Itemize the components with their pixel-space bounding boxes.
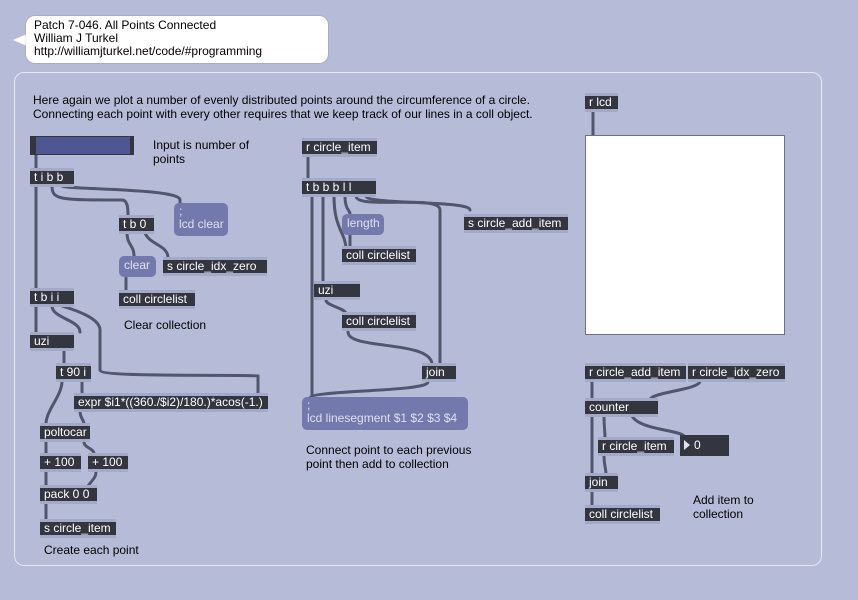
header-text: Patch 7-046. All Points Connected Willia… bbox=[34, 19, 262, 58]
send-circle-item[interactable]: s circle_item bbox=[40, 519, 116, 538]
trigger-90i[interactable]: t 90 i bbox=[56, 363, 91, 382]
coll-circlelist-middle[interactable]: coll circlelist bbox=[342, 312, 416, 331]
intro-comment: Here again we plot a number of evenly di… bbox=[33, 93, 533, 121]
patch-title: Patch 7-046. All Points Connected bbox=[34, 18, 217, 32]
slider-knob[interactable] bbox=[31, 137, 36, 154]
input-comment: Input is number of points bbox=[153, 138, 250, 166]
join-middle[interactable]: join bbox=[422, 363, 456, 382]
send-circle-idx-zero[interactable]: s circle_idx_zero bbox=[163, 257, 267, 276]
coll-circlelist-right[interactable]: coll circlelist bbox=[585, 505, 660, 524]
number-arrow-icon bbox=[684, 439, 690, 450]
send-circle-add-item[interactable]: s circle_add_item bbox=[464, 214, 568, 233]
comment-bubble-tail bbox=[13, 34, 27, 46]
plus-100-x[interactable]: + 100 bbox=[40, 453, 81, 472]
number-box[interactable]: 0 bbox=[680, 435, 729, 456]
lineseg-text: lcd linesegment $1 $2 $3 $4 bbox=[307, 411, 458, 425]
lcd-clear-message[interactable]: ; lcd clear bbox=[174, 203, 228, 236]
trigger-bbbll[interactable]: t b b b l l bbox=[302, 178, 376, 197]
plus-100-y[interactable]: + 100 bbox=[88, 453, 128, 472]
slider-edge bbox=[130, 137, 133, 154]
header-bubble bbox=[26, 16, 328, 63]
connect-comment-line-1: Connect point to each previous bbox=[306, 443, 472, 457]
coll-circlelist-clear[interactable]: coll circlelist bbox=[119, 290, 195, 309]
receive-circle-item-right[interactable]: r circle_item bbox=[598, 437, 674, 456]
join-right[interactable]: join bbox=[585, 473, 618, 492]
points-slider[interactable] bbox=[30, 136, 134, 155]
uzi-left[interactable]: uzi bbox=[30, 332, 74, 351]
counter-object[interactable]: counter bbox=[585, 398, 658, 417]
intro-line-2: Connecting each point with every other r… bbox=[33, 106, 533, 121]
receive-circle-item[interactable]: r circle_item bbox=[302, 138, 377, 157]
pack-object[interactable]: pack 0 0 bbox=[40, 485, 97, 504]
intro-line-1: Here again we plot a number of evenly di… bbox=[33, 93, 530, 107]
trigger-bii[interactable]: t b i i bbox=[30, 288, 74, 307]
trigger-ibb[interactable]: t i b b bbox=[30, 168, 74, 187]
patch-panel bbox=[14, 72, 822, 566]
lcd-canvas[interactable] bbox=[585, 135, 785, 335]
clear-collection-comment: Clear collection bbox=[124, 318, 207, 332]
trigger-b0[interactable]: t b 0 bbox=[119, 215, 154, 234]
input-comment-line-2: points bbox=[153, 151, 186, 166]
input-comment-line-1: Input is number of bbox=[153, 138, 250, 152]
receive-circle-add-item[interactable]: r circle_add_item bbox=[585, 363, 686, 382]
lcd-linesegment-message[interactable]: ; lcd linesegment $1 $2 $3 $4 bbox=[302, 397, 468, 430]
poltocar-object[interactable]: poltocar bbox=[40, 423, 90, 442]
coll-circlelist-length[interactable]: coll circlelist bbox=[342, 246, 416, 265]
connect-comment: Connect point to each previous point the… bbox=[306, 443, 472, 471]
add-item-comment-line-1: Add item to bbox=[693, 493, 754, 507]
number-box-value: 0 bbox=[694, 438, 701, 452]
add-item-comment-line-2: collection bbox=[693, 506, 744, 521]
author-url: http://williamjturkel.net/code/#programm… bbox=[34, 44, 263, 58]
lineseg-semicolon: ; bbox=[307, 398, 311, 412]
connect-comment-line-2: point then add to collection bbox=[306, 456, 449, 471]
clear-message[interactable]: clear bbox=[119, 256, 156, 277]
author-name: William J Turkel bbox=[34, 31, 119, 45]
add-item-comment: Add item to collection bbox=[693, 493, 754, 521]
create-each-point-comment: Create each point bbox=[44, 543, 139, 557]
receive-circle-idx-zero[interactable]: r circle_idx_zero bbox=[688, 363, 785, 382]
uzi-middle[interactable]: uzi bbox=[314, 281, 360, 300]
expr-angle[interactable]: expr $i1*((360./$i2)/180.)*acos(-1.) bbox=[74, 393, 268, 412]
lcd-clear-text: lcd clear bbox=[179, 217, 224, 231]
length-message[interactable]: length bbox=[342, 214, 384, 235]
receive-lcd[interactable]: r lcd bbox=[585, 93, 618, 112]
lcd-clear-semicolon: ; bbox=[179, 204, 183, 218]
